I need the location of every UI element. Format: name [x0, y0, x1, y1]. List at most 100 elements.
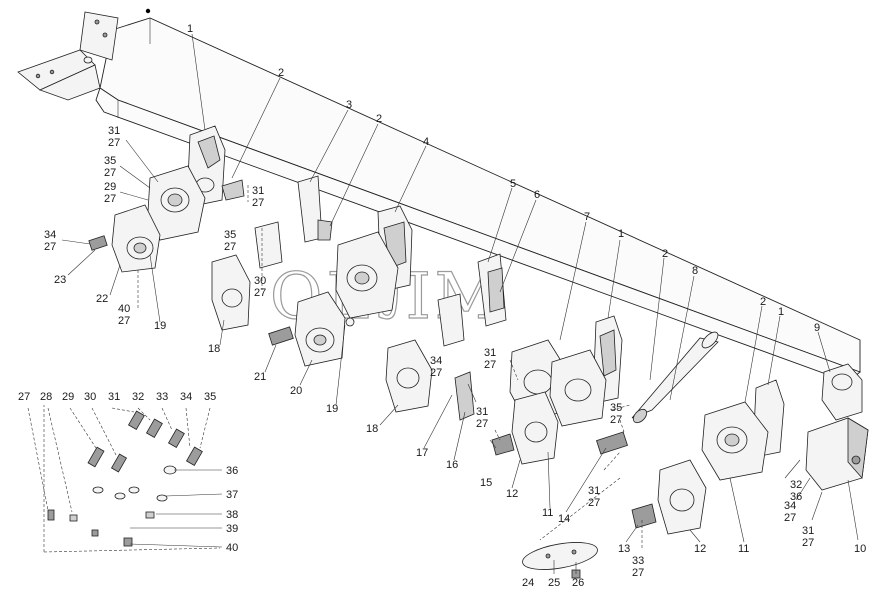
callout: 30	[254, 275, 266, 287]
legend-label: 37	[226, 489, 238, 501]
callout: 27	[252, 197, 264, 209]
legend-label: 30	[84, 391, 96, 403]
beam-bracket-5-6	[477, 253, 507, 327]
bolt-21	[268, 326, 294, 346]
callout: 27	[118, 315, 130, 327]
callout: 31	[802, 525, 814, 537]
callout: 2	[376, 113, 382, 125]
callout: 27	[104, 167, 116, 179]
fastener-legend	[43, 405, 221, 553]
callout: 34	[430, 355, 442, 367]
callout: 1	[618, 228, 624, 240]
callout: 27	[484, 359, 496, 371]
callout: 19	[326, 403, 338, 415]
legend-label: 29	[62, 391, 74, 403]
callout: 19	[154, 320, 166, 332]
brackets-16-17	[437, 293, 475, 421]
callout: 35	[104, 155, 116, 167]
callout: 12	[506, 488, 518, 500]
callout: 27	[254, 287, 266, 299]
housing-12b	[657, 459, 707, 535]
leader-lines	[27, 33, 859, 574]
legend-label: 38	[226, 509, 238, 521]
beam-bracket-3	[297, 175, 333, 243]
callout: 31	[252, 185, 264, 197]
callout: 8	[692, 265, 698, 277]
callout: 36	[790, 491, 802, 503]
callout: 14	[558, 513, 570, 525]
callout: 21	[254, 371, 266, 383]
housing-18b	[385, 339, 433, 413]
housing-center	[509, 339, 607, 427]
callout: 18	[366, 423, 378, 435]
housing-18a	[211, 254, 251, 331]
callout: 27	[224, 241, 236, 253]
shaft-8	[631, 331, 719, 424]
callout: 18	[208, 343, 220, 355]
callout: 34	[784, 500, 796, 512]
callout: 11	[738, 543, 749, 555]
callout: 6	[534, 189, 540, 201]
callout: 27	[588, 497, 600, 509]
callout: 27	[610, 414, 622, 426]
legend-label: 28	[40, 391, 52, 403]
callout: 33	[632, 555, 644, 567]
housing-11	[701, 401, 769, 481]
legend-label: 33	[156, 391, 168, 403]
callout: 27	[476, 418, 488, 430]
callout: 10	[854, 543, 866, 555]
callout: 26	[572, 577, 584, 589]
callout: 22	[96, 293, 108, 305]
callout: 2	[760, 296, 766, 308]
housing-19	[335, 231, 399, 327]
housing-12a	[511, 391, 559, 465]
housing-20	[294, 291, 346, 367]
callout: 2	[278, 67, 284, 79]
legend-label: 35	[204, 391, 216, 403]
callout: 2	[662, 248, 668, 260]
callout: 29	[104, 181, 116, 193]
callout: 7	[584, 211, 590, 223]
bolt-15	[491, 433, 515, 456]
fastener-legend-labels: 27 28 29 30 31 32 33 34 35 36 37 38 39 4…	[18, 391, 238, 554]
callout: 34	[44, 229, 56, 241]
callout: 27	[632, 567, 644, 579]
callout: 9	[814, 322, 820, 334]
callout: 3	[346, 99, 352, 111]
bolt-13	[631, 503, 657, 529]
legend-label: 31	[108, 391, 120, 403]
callout: 1	[187, 23, 193, 35]
callout: 31	[476, 406, 488, 418]
callout: 16	[446, 459, 458, 471]
housing-22	[111, 204, 161, 273]
legend-label: 32	[132, 391, 144, 403]
callout: 11	[542, 507, 553, 519]
bolt-14	[596, 431, 628, 455]
callout: 20	[290, 385, 302, 397]
callout: 31	[588, 485, 600, 497]
callout: 1	[778, 306, 784, 318]
callout: 27	[802, 537, 814, 549]
beam-end-bracket-9	[821, 363, 863, 421]
callout: 35	[610, 402, 622, 414]
legend-label: 36	[226, 465, 238, 477]
callout: 5	[510, 178, 516, 190]
callout: 27	[784, 512, 796, 524]
callout: 13	[618, 543, 630, 555]
callout: 27	[44, 241, 56, 253]
plate-24	[522, 542, 598, 570]
callout: 27	[104, 193, 116, 205]
callout: 31	[484, 347, 496, 359]
legend-label: 39	[226, 523, 238, 535]
callout: 15	[480, 477, 492, 489]
callout: 17	[416, 447, 428, 459]
callout: 35	[224, 229, 236, 241]
end-bracket-plate	[17, 8, 151, 101]
legend-label: 40	[226, 542, 238, 554]
callout: 12	[694, 543, 706, 555]
callout: 31	[108, 125, 120, 137]
callout: 24	[522, 577, 534, 589]
legend-label: 27	[18, 391, 30, 403]
bolt-23	[88, 235, 108, 251]
